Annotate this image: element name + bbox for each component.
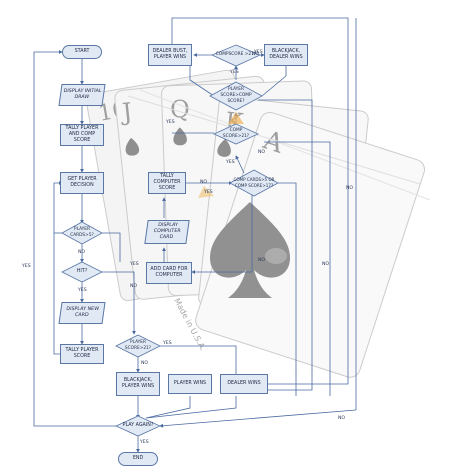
tally-player-comp-score-box: TALLY PLAYER AND COMP SCORE (60, 124, 104, 146)
decision-shapes (61, 44, 279, 437)
tally-computer-score-box: TALLY COMPUTER SCORE (148, 172, 186, 194)
dealer-bust-box: DEALER BUST, PLAYER WINS (148, 44, 192, 66)
compscore-gt21-decision: COMPSCORE >21? (215, 52, 257, 57)
tally-player-score-box: TALLY PLAYER SCORE (60, 344, 104, 364)
yes-label: YES (78, 288, 87, 293)
player-score-gt21-decision: PLAYER SCORE>21? (124, 340, 152, 351)
player-wins-box: PLAYER WINS (168, 374, 212, 394)
comp-score-gt21-decision: COMP SCORE>21? (222, 128, 250, 139)
display-new-card-box: DISPLAY NEW CARD (58, 302, 106, 324)
yes-label: YES (140, 440, 149, 445)
svg-text:Q: Q (170, 95, 191, 124)
player-cards-gt5-decision: PLAYER CARDS>5? (70, 227, 94, 238)
display-computer-card-box: DISPLAY COMPUTER CARD (144, 220, 190, 244)
no-label: NO (338, 416, 346, 421)
no-label: NO (200, 180, 208, 185)
spade-icon (210, 202, 290, 298)
start-terminal: START (62, 45, 102, 59)
no-label: NO (130, 284, 138, 289)
dealer-wins-box: DEALER WINS (220, 374, 268, 394)
no-label: NO (322, 262, 330, 267)
play-again-decision: PLAY AGAIN? (122, 423, 154, 428)
no-label: NO (78, 250, 86, 255)
yes-label: YES (226, 160, 235, 165)
yes-label: YES (22, 264, 31, 269)
end-terminal: END (118, 452, 158, 466)
no-label: NO (346, 186, 354, 191)
yes-label: YES (254, 50, 263, 55)
get-player-decision-box: GET PLAYER DECISION (60, 172, 104, 194)
add-card-computer-box: ADD CARD FOR COMPUTER (146, 262, 192, 284)
connectors (33, 17, 357, 453)
yes-label: YES (163, 341, 172, 346)
blackjack-dealer-wins-box: BLACKJACK, DEALER WINS (264, 44, 308, 66)
no-label: NO (258, 150, 266, 155)
comp-cards-gt5-decision: COMP CARDS>5 OR COMP SCORE>17? (233, 177, 275, 188)
no-label: NO (141, 361, 149, 366)
display-initial-draw-box: DISPLAY INITIAL DRAW (58, 84, 106, 106)
yes-label: YES (130, 262, 139, 267)
blackjack-player-wins-box: BLACKJACK, PLAYER WINS (116, 372, 160, 396)
yes-label: YES (166, 120, 175, 125)
no-label: NO (258, 258, 266, 263)
yes-label: YES (204, 190, 213, 195)
no-label: NO (252, 52, 260, 57)
yes-label: YES (230, 70, 239, 75)
card-fan: 10 J Q K A (85, 69, 431, 378)
hit-decision: HIT? (76, 269, 88, 274)
player-score-cmp-decision: PLAYER SCORE>COMP SCORE? (220, 87, 252, 104)
